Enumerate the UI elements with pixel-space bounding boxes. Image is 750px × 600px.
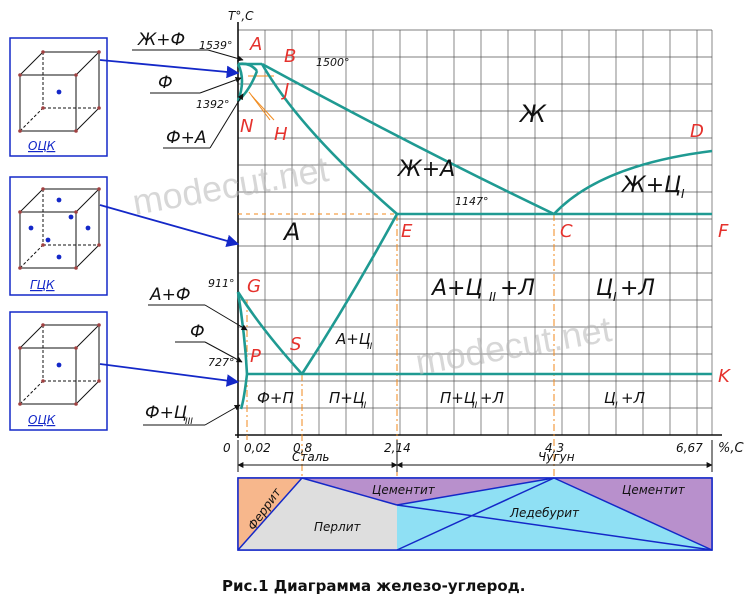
temp-1147: 1147° (455, 195, 489, 208)
crystal-box-2: ГЦК (9, 176, 108, 296)
watermark-1: modecut.net (129, 148, 331, 223)
region-a-c2-l-sub: II (489, 290, 497, 304)
region-liquid-austenite: Ж+А (396, 157, 455, 182)
liquidus-cd (553, 149, 713, 215)
region-a-c2: А+Ц (335, 330, 371, 348)
region-c1-l-low-tail: +Л (621, 389, 645, 407)
solidus-je (260, 63, 398, 215)
point-n: N (240, 116, 253, 137)
crystal-box-1: ОЦК (9, 37, 108, 157)
label-ledeburite: Ледебурит (509, 506, 580, 520)
temp-1392: 1392° (196, 98, 230, 111)
region-a-c2-l-tail: +Л (500, 276, 535, 301)
region-liquid: Ж (518, 100, 547, 128)
phase-lines (236, 62, 713, 410)
crystal-box-3: ОЦК (9, 311, 108, 431)
structure-bar: Феррит Перлит Цементит Ледебурит Цементи… (237, 477, 713, 551)
region-a-c2-l: А+Ц (430, 276, 483, 301)
delta-ah (237, 62, 259, 72)
x-unit-label: %,C (718, 441, 744, 456)
line-gs (236, 291, 303, 375)
tick-667: 6,67 (676, 441, 703, 455)
temperature-labels: 1539° 1500° 1392° 1147° 911° 727° (196, 39, 489, 369)
region-c1-l-tail: +Л (620, 276, 655, 301)
region-c1-l-low: Ц (604, 389, 616, 407)
region-liquid-cementite-sub: I (681, 187, 685, 201)
point-a: A (249, 34, 262, 55)
point-p: P (250, 346, 261, 367)
label-pearlite: Перлит (314, 520, 361, 534)
ledeburite-lower (397, 478, 712, 550)
steel-label: Сталь (292, 450, 329, 464)
point-g: G (247, 276, 261, 297)
region-p-c2-l-sub: II (472, 401, 478, 411)
region-liquid-cementite: Ж+Ц (620, 173, 681, 198)
point-e: E (401, 221, 413, 242)
line-es (300, 213, 399, 375)
temp-1500: 1500° (316, 56, 350, 69)
crystal-3-label: ОЦК (28, 413, 56, 427)
callout-f-top: Ф (158, 73, 173, 93)
crystal-1-label: ОЦК (28, 139, 56, 153)
region-labels: Ж Ж+А Ж+Ц I А А+Ц II +Л Ц I +Л А+Ц II Ф+… (257, 100, 685, 411)
region-c1-l: Ц (596, 276, 613, 301)
cementite-left-zone (302, 478, 554, 505)
region-p-c2-l: П+Ц (440, 389, 476, 407)
region-p-c2-l-tail: +Л (480, 389, 504, 407)
region-c1-l-low-sub: I (615, 401, 618, 411)
point-j: J (281, 80, 289, 101)
tick-43: 4,3 (545, 441, 564, 455)
liquidus-bc (261, 62, 555, 216)
tick-0: 0 (223, 441, 231, 455)
callout-f-a-top: Ф+А (166, 128, 207, 148)
region-fp: Ф+П (257, 389, 294, 407)
watermark-2: modecut.net (412, 308, 614, 383)
steel-castiron-dimension (237, 440, 713, 472)
label-cementite-left: Цементит (372, 483, 436, 497)
axes (235, 22, 722, 438)
point-b: B (284, 46, 296, 67)
region-austenite: А (282, 218, 300, 246)
callout-f-mid: Ф (190, 322, 205, 342)
crystal-2-label: ГЦК (30, 278, 55, 292)
line-pq (239, 373, 249, 410)
point-c: C (560, 221, 573, 242)
y-axis-label: T°,C (228, 9, 254, 23)
tick-08: 0,8 (293, 441, 312, 455)
pearlite-zone (238, 478, 397, 550)
region-p-c2-sub: II (361, 401, 367, 411)
region-p-c2: П+Ц (329, 389, 365, 407)
callout-f-c3-sub: III (185, 417, 193, 427)
region-a-c2-sub: II (367, 342, 373, 352)
temp-911: 911° (208, 277, 235, 290)
callouts: Ж+Ф Ф Ф+А А+Ф Ф Ф+Ц III (132, 30, 248, 427)
point-s: S (290, 334, 301, 355)
region-c1-l-sub: I (613, 290, 617, 304)
point-labels: A B J N H D E C F G P S K (240, 34, 731, 387)
crystal-arrows (99, 59, 240, 387)
callout-zh-f: Ж+Ф (137, 30, 185, 50)
point-k: K (718, 366, 731, 387)
callout-a-f: А+Ф (149, 285, 191, 305)
label-cementite-right: Цементит (622, 483, 686, 497)
point-f: F (718, 221, 729, 242)
line-gp (236, 291, 249, 375)
figure-caption: Рис.1 Диаграмма железо-углерод. (222, 577, 525, 595)
point-h: H (274, 124, 288, 145)
tick-002: 0,02 (244, 441, 271, 455)
temp-727: 727° (208, 356, 235, 369)
cast-iron-label: Чугун (538, 450, 575, 464)
point-d: D (690, 121, 704, 142)
callout-f-c3: Ф+Ц (145, 403, 187, 423)
temp-1539: 1539° (199, 39, 233, 52)
grid (238, 29, 713, 435)
